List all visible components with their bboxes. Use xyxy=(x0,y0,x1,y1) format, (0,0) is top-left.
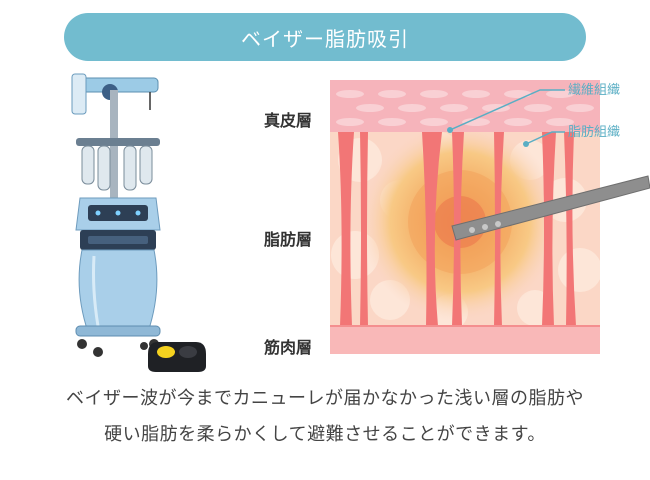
callout-line-adipose xyxy=(525,131,565,145)
vaser-machine-illustration xyxy=(71,73,161,357)
title-banner: ベイザー脂肪吸引 xyxy=(64,13,586,61)
dermis-pattern xyxy=(336,90,594,126)
caption-line-1: ベイザー波が今までカニューレが届かなかった浅い層の脂肪や xyxy=(66,388,584,409)
callout-fibrous: 繊維組織 xyxy=(568,82,620,98)
label-muscle: 筋肉層 xyxy=(264,338,313,357)
foot-pedal-illustration xyxy=(148,342,206,372)
callout-line-fibrous xyxy=(449,89,565,131)
caption-line-2: 硬い脂肪を柔らかくして避難させることができます。 xyxy=(104,424,546,445)
tissue-diagram: 繊維組織 脂肪組織 xyxy=(330,80,650,354)
label-dermis: 真皮層 xyxy=(264,111,313,130)
callout-adipose: 脂肪組織 xyxy=(568,124,620,140)
muscle-layer xyxy=(330,326,600,354)
cannula-probe xyxy=(451,175,650,241)
label-fat: 脂肪層 xyxy=(264,230,313,249)
title-text: ベイザー脂肪吸引 xyxy=(241,26,409,51)
